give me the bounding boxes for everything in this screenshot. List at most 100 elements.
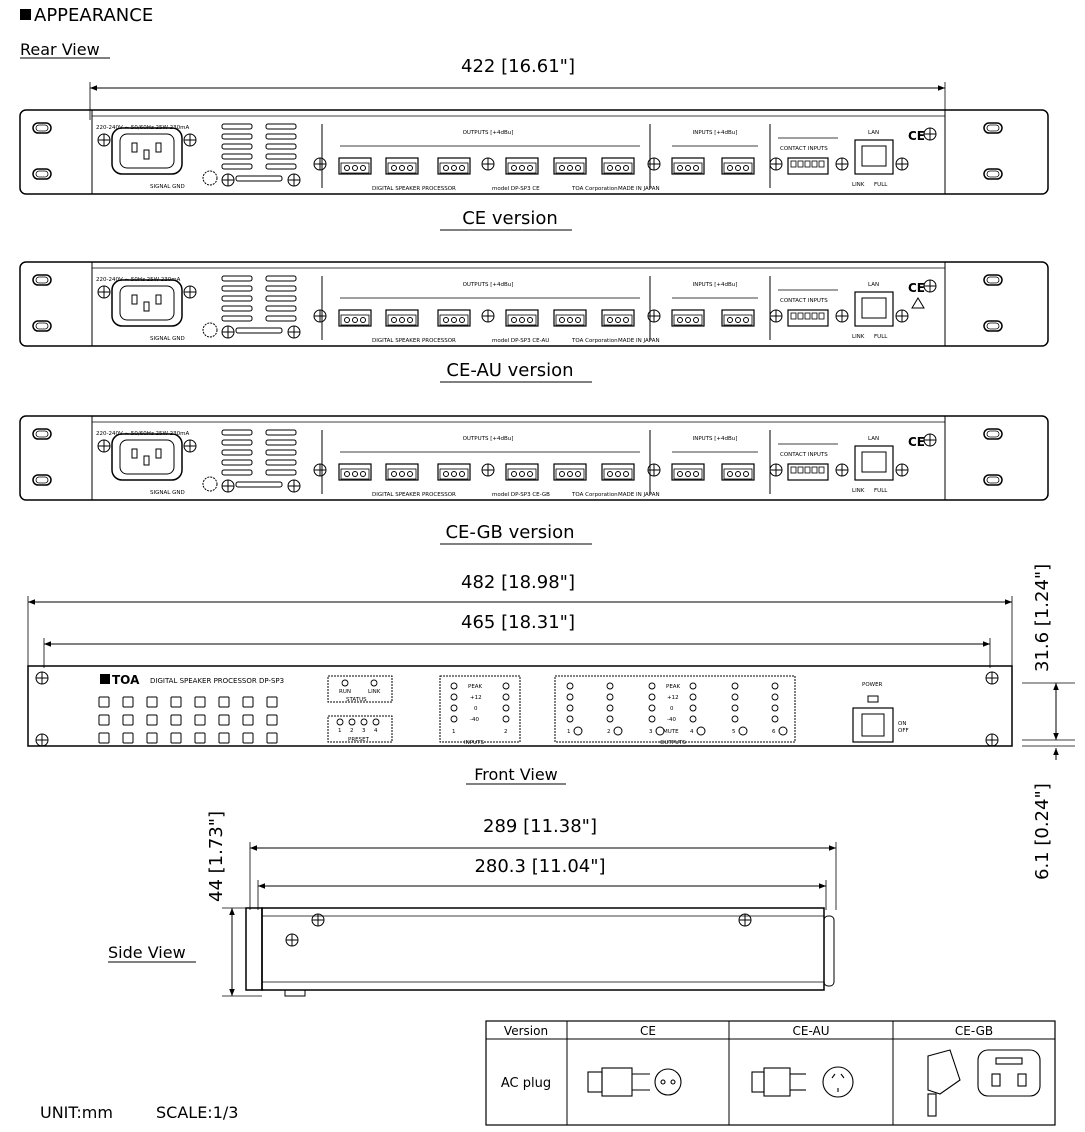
front-view-label: Front View xyxy=(474,765,558,784)
side-view-drawing xyxy=(245,907,835,997)
ac-plug-row-label: AC plug xyxy=(501,1076,551,1091)
preset-number-3: 3 xyxy=(362,728,366,734)
preset-label: PRESET xyxy=(348,737,370,743)
input-number-2: 2 xyxy=(504,729,508,735)
made-in-text: MADE IN JAPAN xyxy=(618,492,660,498)
contact-inputs-label: CONTACT INPUTS xyxy=(780,298,828,304)
side-outer-depth: 289 [11.38"] xyxy=(483,816,597,837)
table-header-ce-gb: CE-GB xyxy=(955,1024,993,1038)
outputs-title: OUTPUTS [+4dBu] xyxy=(463,282,514,288)
front-model-text: DIGITAL SPEAKER PROCESSOR DP-SP3 xyxy=(150,677,284,685)
outputs-label: OUTPUTS xyxy=(660,740,686,746)
inputs-title: INPUTS [+4dBu] xyxy=(693,130,738,136)
model-text: model DP-SP3 CE-GB xyxy=(492,492,550,498)
preset-number-4: 4 xyxy=(374,728,378,734)
outputs-title: OUTPUTS [+4dBu] xyxy=(463,436,514,442)
front-panel: TOA DIGITAL SPEAKER PROCESSOR DP-SP3 RUN… xyxy=(27,665,1013,747)
maker-text: TOA Corporation xyxy=(571,186,618,192)
preset-number-2: 2 xyxy=(350,728,354,734)
front-height-dimension: 31.6 [1.24"] xyxy=(1032,564,1053,672)
link-label: LINK xyxy=(852,182,865,188)
output-number-6: 6 xyxy=(772,729,776,735)
table-header-ce-au: CE-AU xyxy=(792,1024,829,1038)
model-text: model DP-SP3 CE-AU xyxy=(492,338,549,344)
power-rating: 220-240V ∼ 50/60Hz 25W 230mA xyxy=(96,125,190,131)
rear-width-dimension: 422 [16.61"] xyxy=(461,56,575,77)
ce-plug-icon xyxy=(587,1067,682,1097)
made-in-text: MADE IN JAPAN xyxy=(618,338,660,344)
link-label: LINK xyxy=(852,334,865,340)
level-0: 0 xyxy=(474,706,478,712)
full-label: FULL xyxy=(874,182,888,188)
maker-text: TOA Corporation xyxy=(571,492,618,498)
signal-gnd-label: SIGNAL GND xyxy=(150,490,185,496)
inputs-title: INPUTS [+4dBu] xyxy=(693,436,738,442)
table-header-version: Version xyxy=(504,1024,548,1038)
run-label: RUN xyxy=(339,689,351,695)
outputs-title: OUTPUTS [+4dBu] xyxy=(463,130,514,136)
power-label: POWER xyxy=(862,682,883,688)
out-peak-label: PEAK xyxy=(666,684,681,690)
signal-gnd-label: SIGNAL GND xyxy=(150,184,185,190)
made-in-text: MADE IN JAPAN xyxy=(618,186,660,192)
gb-plug-icon xyxy=(927,1049,1041,1117)
off-label: OFF xyxy=(898,728,909,734)
level-minus40: -40 xyxy=(470,717,479,723)
input-number-1: 1 xyxy=(452,729,456,735)
inputs-title: INPUTS [+4dBu] xyxy=(693,282,738,288)
ce-mark: CE xyxy=(908,435,925,449)
out-level-plus12: +12 xyxy=(667,695,679,701)
out-level-minus40: -40 xyxy=(667,717,676,723)
version-label-ce-gb: CE-GB version xyxy=(445,522,574,543)
signal-gnd-label: SIGNAL GND xyxy=(150,336,185,342)
page-title: APPEARANCE xyxy=(34,5,153,26)
front-button-grid[interactable] xyxy=(98,696,278,744)
unit-label: UNIT:mm xyxy=(40,1103,113,1122)
rear-view-label: Rear View xyxy=(20,40,100,59)
inputs-label: INPUTS xyxy=(464,740,484,746)
front-outer-width: 482 [18.98"] xyxy=(461,572,575,593)
au-plug-icon xyxy=(751,1066,854,1098)
table-header-ce: CE xyxy=(640,1024,656,1038)
ac-plug-table: Version CE CE-AU CE-GB AC plug xyxy=(485,1020,1056,1126)
rear-panel-ce-au: 220-240V ∼ 50Hz 25W 230mA SIGNAL GND OUT… xyxy=(20,262,1048,346)
product-text: DIGITAL SPEAKER PROCESSOR xyxy=(372,338,456,344)
side-view-label: Side View xyxy=(108,943,186,962)
side-height-dimension: 44 [1.73"] xyxy=(206,811,227,902)
level-plus12: +12 xyxy=(470,695,482,701)
front-inner-width: 465 [18.31"] xyxy=(461,612,575,633)
power-switch[interactable] xyxy=(852,707,894,743)
out-level-0: 0 xyxy=(670,706,674,712)
lan-label: LAN xyxy=(868,130,879,136)
rear-panel-ce: 220-240V ∼ 50/60Hz 25W 230mA SIGNAL GND … xyxy=(20,110,1048,194)
link-label: LINK xyxy=(852,488,865,494)
lan-label: LAN xyxy=(868,282,879,288)
mute-label: MUTE xyxy=(663,729,679,735)
full-label: FULL xyxy=(874,334,888,340)
contact-inputs-label: CONTACT INPUTS xyxy=(780,146,828,152)
model-text: model DP-SP3 CE xyxy=(492,186,540,192)
peak-label: PEAK xyxy=(468,684,483,690)
output-number-3: 3 xyxy=(649,729,653,735)
rear-panel-ce-gb: 220-240V ∼ 50/60Hz 25W 230mA SIGNAL GND … xyxy=(20,416,1048,500)
version-label-ce: CE version xyxy=(462,208,558,229)
side-inner-depth: 280.3 [11.04"] xyxy=(474,856,605,877)
product-text: DIGITAL SPEAKER PROCESSOR xyxy=(372,492,456,498)
on-label: ON xyxy=(898,721,906,727)
mute-buttons[interactable] xyxy=(573,726,788,736)
power-rating: 220-240V ∼ 50/60Hz 25W 230mA xyxy=(96,431,190,437)
version-label-ce-au: CE-AU version xyxy=(446,360,573,381)
lan-label: LAN xyxy=(868,436,879,442)
ce-mark: CE xyxy=(908,281,925,295)
maker-text: TOA Corporation xyxy=(571,338,618,344)
product-text: DIGITAL SPEAKER PROCESSOR xyxy=(372,186,456,192)
toa-logo: TOA xyxy=(112,673,140,687)
output-number-5: 5 xyxy=(732,729,736,735)
output-number-1: 1 xyxy=(567,729,571,735)
output-number-4: 4 xyxy=(690,729,694,735)
output-number-2: 2 xyxy=(607,729,611,735)
warning-triangle-icon xyxy=(911,297,925,309)
status-label: STATUS xyxy=(346,697,367,703)
scale-label: SCALE:1/3 xyxy=(156,1103,238,1122)
